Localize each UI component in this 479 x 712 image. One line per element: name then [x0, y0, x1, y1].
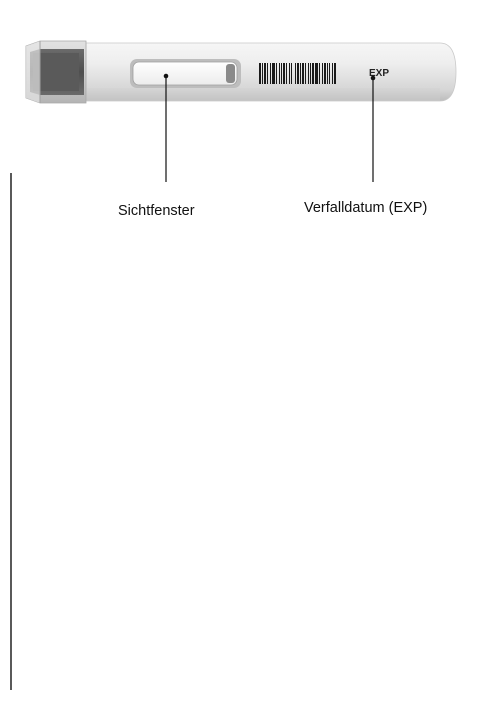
expiry-date-label: Verfalldatum (EXP) [304, 200, 428, 216]
barcode-bar [272, 63, 275, 84]
barcode-bar [324, 63, 326, 84]
barcode-bar [267, 63, 268, 84]
barcode-bar [308, 63, 309, 84]
barcode [259, 63, 336, 84]
barcode-bar [305, 63, 306, 84]
barcode-bar [270, 63, 271, 84]
exp-leader-dot [370, 75, 376, 81]
pen-cap [25, 40, 87, 104]
barcode-bar [264, 63, 266, 84]
barcode-bar [302, 63, 304, 84]
barcode-bar [310, 63, 311, 84]
barcode-bar [329, 63, 330, 84]
exp-marking: EXP [369, 68, 389, 79]
barcode-bar [322, 63, 323, 84]
barcode-bar [283, 63, 285, 84]
barcode-bar [281, 63, 282, 84]
viewing-window-label: Sichtfenster [118, 203, 195, 219]
barcode-bar [312, 63, 314, 84]
barcode-bar [259, 63, 261, 84]
barcode-bar [315, 63, 318, 84]
barcode-bar [319, 63, 320, 84]
barcode-bar [276, 63, 277, 84]
barcode-bar [334, 63, 336, 84]
barcode-bar [289, 63, 290, 84]
barcode-bar [297, 63, 299, 84]
viewing-window [130, 59, 241, 88]
barcode-bar [327, 63, 328, 84]
barcode-bar [262, 63, 263, 84]
barcode-bar [286, 63, 287, 84]
barcode-bar [300, 63, 301, 84]
barcode-bar [279, 63, 280, 84]
window-leader-dot [163, 73, 169, 79]
barcode-bar [332, 63, 333, 84]
barcode-bar [291, 63, 292, 84]
barcode-bar [295, 63, 296, 84]
